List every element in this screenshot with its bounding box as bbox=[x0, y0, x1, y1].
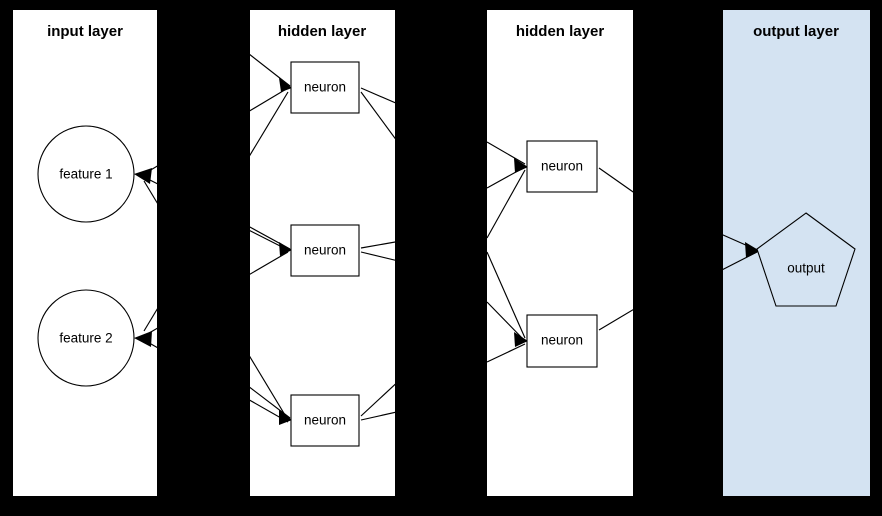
edge-h1n2-to-feature2 bbox=[143, 251, 289, 337]
edge-h1n1-to-feature2 bbox=[143, 91, 289, 332]
edges-input-to-hidden1 bbox=[134, 87, 289, 423]
hidden1-neuron-3-box[interactable] bbox=[290, 394, 360, 447]
hidden2-neuron-2-label: neuron bbox=[541, 333, 583, 348]
hidden1-neuron-2-label: neuron bbox=[304, 243, 346, 258]
arrowhead-into-h2n1 bbox=[514, 158, 528, 173]
edge-into-h1n3 bbox=[247, 385, 291, 419]
feature-2-label: feature 2 bbox=[59, 331, 112, 346]
arrowhead-into-h1n2 bbox=[279, 242, 292, 256]
edge-h2n1-to-output bbox=[598, 167, 637, 195]
title-hidden-layer-2: hidden layer bbox=[516, 23, 605, 40]
edges-hidden1-to-hidden2 bbox=[360, 87, 487, 421]
node-feature-1[interactable]: feature 1 bbox=[37, 125, 135, 223]
edge-h1n1-to-feature1 bbox=[143, 87, 289, 175]
node-hidden1-neuron-3[interactable]: neuron bbox=[290, 394, 360, 447]
node-hidden1-neuron-2[interactable]: neuron bbox=[290, 224, 360, 277]
arrowhead-into-h2n2 bbox=[514, 332, 528, 347]
arrowhead-into-feature2 bbox=[134, 331, 152, 347]
edges-hidden2-to-output bbox=[598, 167, 760, 331]
edge-upper-into-h1n1 bbox=[225, 35, 291, 87]
edge-h1n3-to-feature1 bbox=[143, 180, 289, 421]
hidden1-neuron-1-box[interactable] bbox=[290, 61, 360, 114]
edge-h1n2-to-feature1 bbox=[143, 176, 289, 251]
feature-2-circle[interactable] bbox=[37, 289, 135, 387]
node-hidden2-neuron-2[interactable]: neuron bbox=[526, 314, 598, 368]
edge-c-into-h2n1 bbox=[486, 169, 526, 239]
layer-titles: input layer hidden layer hidden layer ou… bbox=[47, 23, 839, 40]
node-hidden2-neuron-1[interactable]: neuron bbox=[526, 140, 598, 193]
edge-e-into-h2n2 bbox=[486, 301, 526, 342]
hidden2-neuron-2-box[interactable] bbox=[526, 314, 598, 368]
edge-h1n3-to-feature2 bbox=[143, 339, 289, 423]
edge-h1n2-out-upper bbox=[360, 225, 487, 249]
output-pentagon[interactable] bbox=[756, 212, 856, 307]
title-output-layer: output layer bbox=[753, 23, 839, 40]
edge-h2n2-to-output bbox=[598, 307, 637, 331]
title-hidden-layer-1: hidden layer bbox=[278, 23, 367, 40]
arrowhead-into-output bbox=[745, 242, 760, 258]
feature-1-circle[interactable] bbox=[37, 125, 135, 223]
output-label: output bbox=[787, 261, 825, 276]
arrowhead-into-feature1 bbox=[134, 168, 152, 184]
edge-h1n3-out-upper bbox=[360, 299, 487, 417]
node-feature-2[interactable]: feature 2 bbox=[37, 289, 135, 387]
hidden2-neuron-1-box[interactable] bbox=[526, 140, 598, 193]
arrowhead-into-h1n3 bbox=[279, 410, 292, 425]
edge-f-into-h2n2 bbox=[486, 343, 526, 363]
feature-1-label: feature 1 bbox=[59, 167, 112, 182]
edges-into-hidden2 bbox=[486, 141, 528, 363]
hidden2-neuron-1-label: neuron bbox=[541, 159, 583, 174]
edge-a-into-h2n1 bbox=[486, 141, 526, 165]
arrowhead-into-h1n1 bbox=[279, 78, 292, 92]
title-input-layer: input layer bbox=[47, 23, 123, 40]
layer-panels bbox=[13, 10, 870, 496]
hidden1-neuron-3-label: neuron bbox=[304, 413, 346, 428]
node-hidden1-neuron-1[interactable]: neuron bbox=[290, 61, 360, 114]
edge-d-into-h2n2 bbox=[486, 251, 526, 339]
node-output[interactable]: output bbox=[756, 212, 856, 307]
edge-h1n1-out-lower bbox=[360, 91, 487, 263]
panel-hidden-layer-2[interactable] bbox=[487, 10, 633, 496]
hidden1-neuron-2-box[interactable] bbox=[290, 224, 360, 277]
edge-h1n2-out-lower bbox=[360, 251, 487, 283]
panel-input-layer[interactable] bbox=[13, 10, 157, 496]
edge-h1n1-out-upper bbox=[360, 87, 487, 143]
edges-into-hidden1 bbox=[225, 35, 292, 425]
edge-h1n3-out-lower bbox=[360, 391, 487, 421]
hidden1-neuron-1-label: neuron bbox=[304, 80, 346, 95]
